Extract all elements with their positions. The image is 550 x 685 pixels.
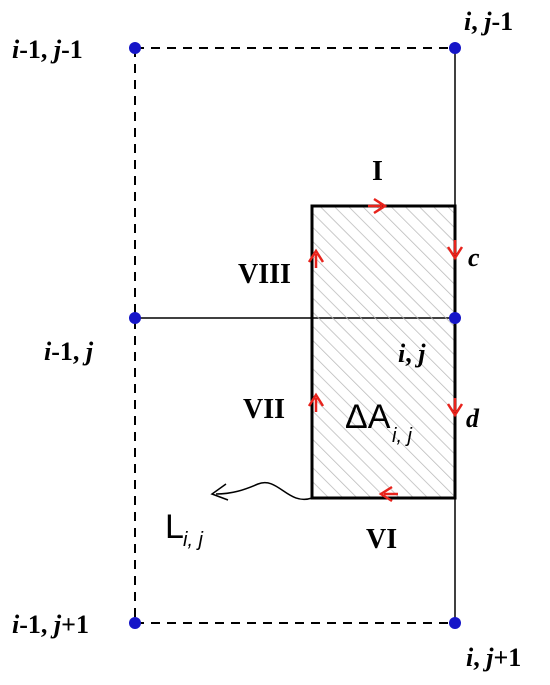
arrow-right-down-lower xyxy=(446,398,464,418)
segment-label-bottom: VI xyxy=(366,524,397,555)
boundary-pointer-arrowhead xyxy=(210,483,229,501)
label-node-top-right: i, j-1 xyxy=(464,7,513,36)
label-node-mid-left: i-1, j xyxy=(44,337,94,366)
node-mid-right xyxy=(449,312,461,324)
arrow-left-up-upper xyxy=(307,248,325,268)
label-node-mid-right: i, j xyxy=(398,339,426,368)
node-top-left xyxy=(129,42,141,54)
arrow-bottom-left xyxy=(378,485,398,503)
label-node-top-left: i-1, j-1 xyxy=(12,35,83,64)
label-node-bottom-right: i, j+1 xyxy=(466,643,521,672)
arrow-left-up-lower xyxy=(307,392,325,412)
arrow-top-right xyxy=(368,197,388,215)
arrow-right-down-upper xyxy=(446,240,464,261)
boundary-symbol: L xyxy=(165,508,184,546)
segment-label-top: I xyxy=(372,156,383,187)
boundary-pointer-curve xyxy=(215,481,313,501)
node-bottom-left xyxy=(129,617,141,629)
node-mid-left xyxy=(129,312,141,324)
node-top-right xyxy=(449,42,461,54)
control-volume-area xyxy=(310,204,457,500)
point-label-d: d xyxy=(466,404,480,433)
label-node-bottom-left: i-1, j+1 xyxy=(12,610,89,639)
segment-label-lower-left: VII xyxy=(243,394,285,425)
node-bottom-right xyxy=(449,617,461,629)
area-symbol: ΔA xyxy=(345,398,391,436)
point-label-c: c xyxy=(468,243,480,272)
boundary-symbol-subscript: i, j xyxy=(183,529,204,551)
segment-label-upper-left: VIII xyxy=(238,259,291,290)
area-symbol-subscript: i, j xyxy=(392,425,413,447)
